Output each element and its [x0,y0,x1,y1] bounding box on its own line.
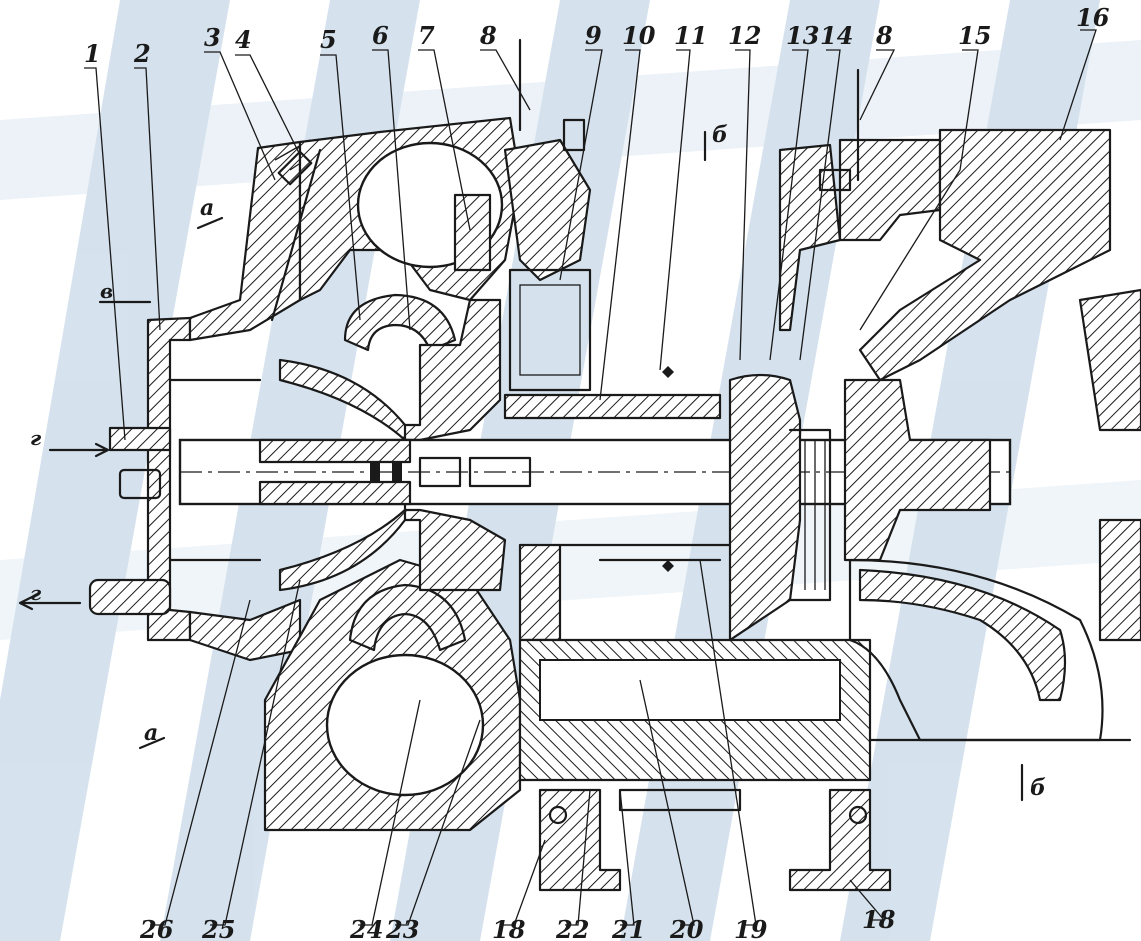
upper-volute-housing [298,116,522,352]
mark-g-out: г [30,581,42,605]
callout-22: 22 [555,915,589,941]
top-callouts: 1 2 3 4 5 6 7 8 9 10 11 12 13 14 8 15 16 [84,3,1110,68]
gas-inlet-casing [778,128,1141,742]
callout-25: 25 [201,915,235,941]
callout-1: 1 [84,39,101,68]
callout-11: 11 [674,21,707,50]
callout-10: 10 [622,21,656,50]
callout-9: 9 [585,21,602,50]
callout-18a: 18 [492,915,526,941]
callout-19: 19 [734,915,768,941]
callout-4: 4 [235,25,252,54]
lower-volute-housing [263,558,522,832]
callout-7: 7 [418,21,435,50]
mark-b-lower: б [1030,775,1046,801]
callout-23: 23 [385,915,419,941]
bolts [270,38,860,322]
leader-lines [84,29,1097,926]
callout-16: 16 [1076,3,1110,32]
callout-14: 14 [820,21,853,50]
callout-18b: 18 [862,905,896,934]
exhaust-casing-and-supports [538,738,1132,892]
callout-3: 3 [204,23,221,52]
callout-12: 12 [728,21,761,50]
section-marks: a a б б в г г [18,122,1046,802]
turbine-disc [728,373,832,642]
mark-g-in: г [30,426,42,450]
callout-6: 6 [372,21,389,50]
mark-b-upper: б [712,122,728,148]
bearing-housing [503,138,872,782]
callout-20: 20 [669,915,704,941]
callout-21: 21 [611,915,645,941]
callout-15: 15 [958,21,991,50]
bottom-callouts: 26 25 24 23 18 22 21 20 19 18 [139,905,896,941]
callout-8a: 8 [479,21,497,50]
mark-v-left: в [100,279,113,303]
mark-a-upper: a [200,195,214,221]
callout-24: 24 [349,915,383,941]
callout-2: 2 [133,39,151,68]
callout-8b: 8 [875,21,893,50]
callout-26: 26 [139,915,174,941]
callout-5: 5 [320,25,337,54]
turbocharger-assembly [88,38,1141,892]
callout-13: 13 [786,21,819,50]
mark-a-lower: a [144,720,158,746]
